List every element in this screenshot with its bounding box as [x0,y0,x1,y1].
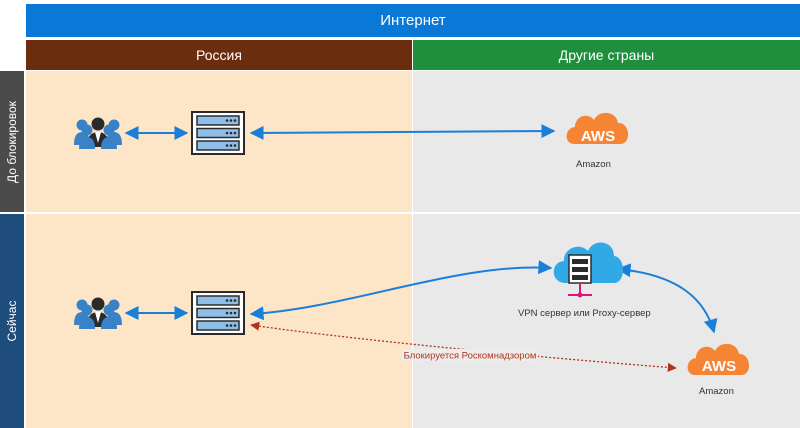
server-icon-now [191,291,245,335]
aws-logo-now: AWS [702,358,736,375]
blocked-link [250,321,677,372]
internet-header: Интернет [26,4,800,37]
row-label-before: До блокировок [0,71,24,212]
row-label-now: Сейчас [0,214,24,428]
blocked-label: Блокируется Роскомнадзором [404,351,537,362]
server-icon-before [191,111,245,155]
russia-title: Россия [196,47,242,63]
other-countries-title: Другие страны [558,47,655,63]
russia-header: Россия [26,40,412,70]
vpn-caption: VPN сервер или Proxy-сервер [518,308,651,319]
internet-title: Интернет [380,12,446,29]
server-vpn-link [249,260,553,321]
users-icon-before [74,117,122,149]
amazon-caption-before: Amazon [576,159,611,170]
vpn-aws-link [616,263,718,334]
vpn-server-icon [553,242,623,298]
amazon-caption-now: Amazon [699,386,734,397]
aws-logo-before: AWS [581,128,615,145]
server-aws-link-before [249,124,556,140]
users-icon-now [74,297,122,329]
blocked-label-bg [402,349,538,361]
other-countries-header: Другие страны [413,40,800,70]
